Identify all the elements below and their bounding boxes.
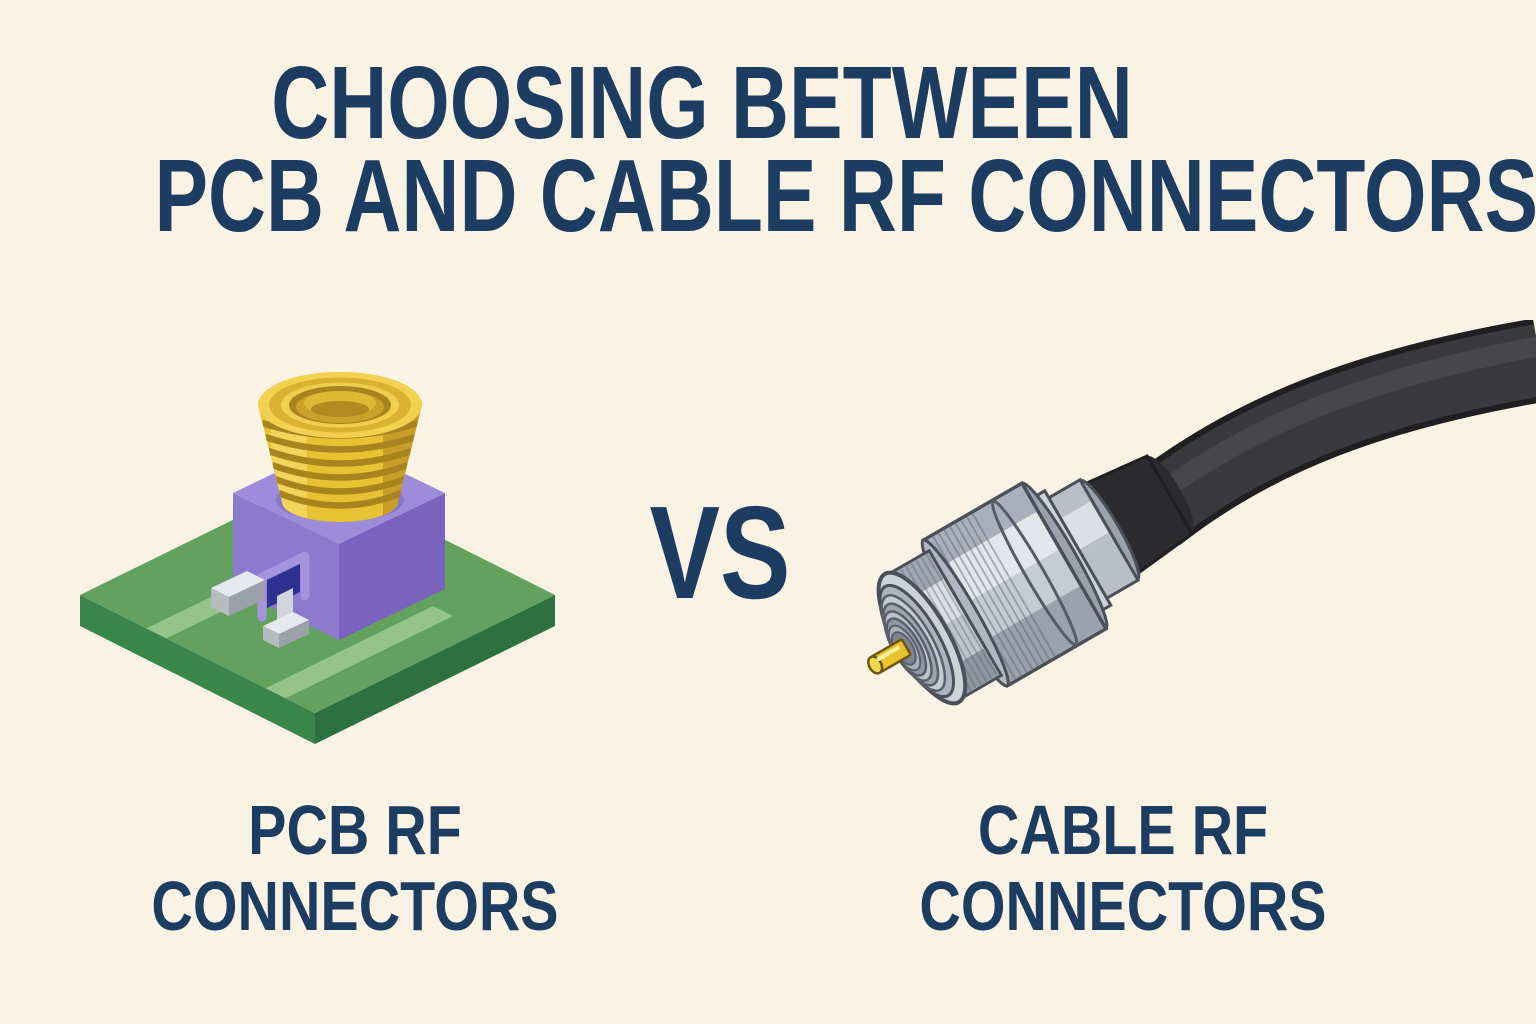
caption-right-line-1: CABLE RF: [977, 791, 1269, 869]
smt-leads: [211, 571, 309, 648]
caption-left-line-1: PCB RF: [248, 791, 462, 869]
caption-pcb-rf-connectors: PCB RF CONNECTORS: [75, 792, 635, 944]
coax-cable: [1128, 320, 1536, 546]
sma-thread-barrel: [258, 372, 422, 522]
caption-cable-rf-connectors: CABLE RF CONNECTORS: [858, 792, 1388, 944]
pcb-rf-connector-illustration: [80, 372, 555, 744]
vs-label: VS: [649, 479, 791, 626]
connector-housing: [211, 442, 445, 648]
page-title: CHOOSING BETWEEN PCB AND CABLE RF CONNEC…: [0, 45, 1536, 253]
title-line-2: PCB AND CABLE RF CONNECTORS: [154, 138, 1536, 253]
caption-right-line-2: CONNECTORS: [919, 867, 1327, 945]
caption-left-line-2: CONNECTORS: [151, 867, 559, 945]
dielectric-insert: [267, 564, 300, 608]
title-line-1: CHOOSING BETWEEN: [271, 45, 1133, 160]
connector-body: [867, 454, 1195, 706]
center-pin: [867, 638, 912, 675]
cable-rf-connector-illustration: [867, 320, 1536, 706]
